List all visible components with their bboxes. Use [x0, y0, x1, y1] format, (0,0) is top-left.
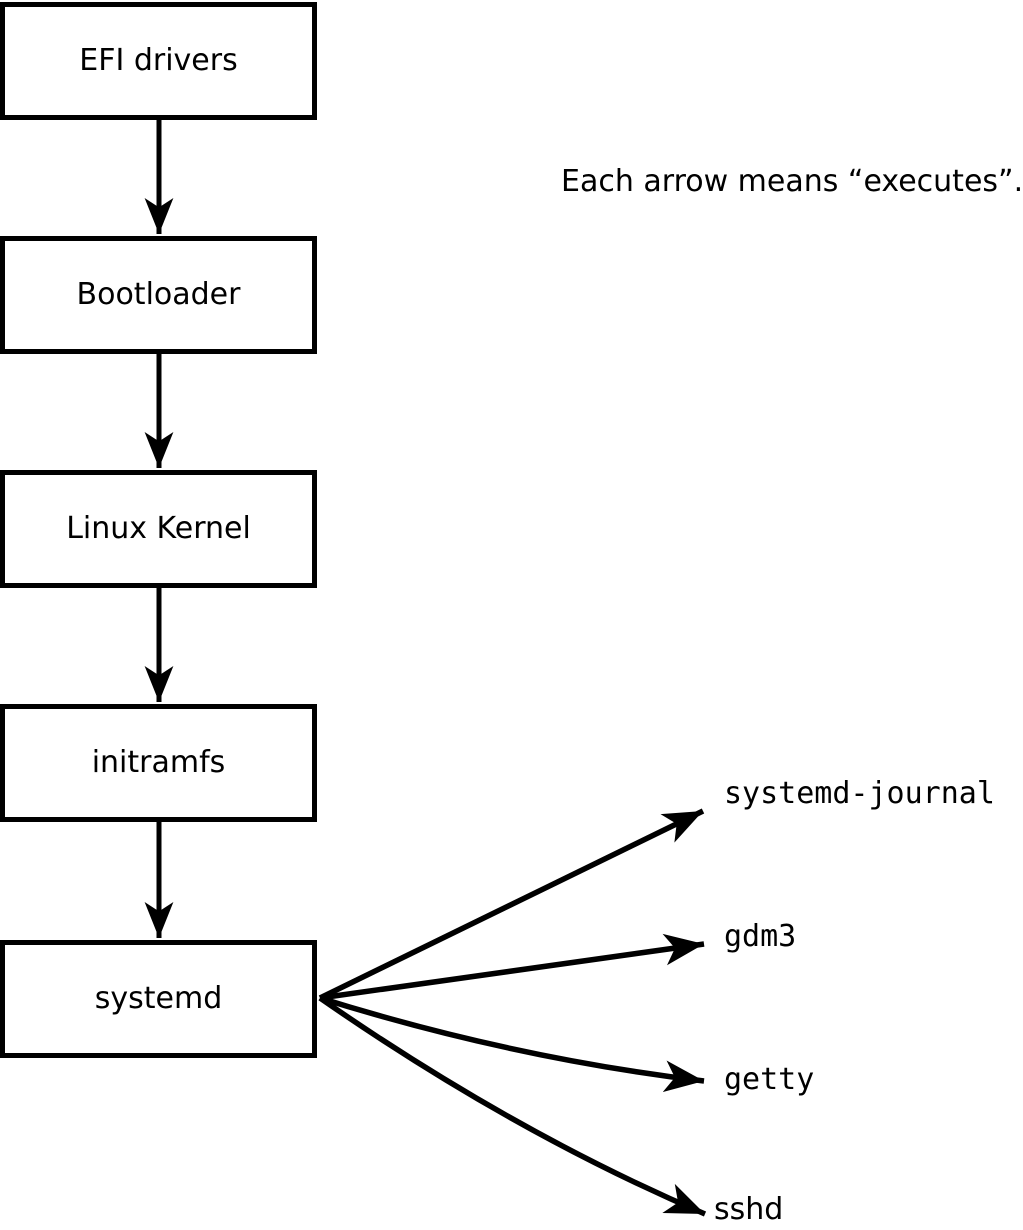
node-label-systemd: systemd	[94, 981, 223, 1016]
node-label-efi-drivers: EFI drivers	[79, 43, 238, 78]
target-label-sshd: sshd	[714, 1192, 784, 1227]
node-bootloader: Bootloader	[0, 236, 317, 354]
note-text: Each arrow means “executes”.	[561, 164, 1023, 199]
node-initramfs: initramfs	[0, 704, 317, 822]
arrow-systemd-to-gdm3	[319, 933, 705, 1001]
node-label-bootloader: Bootloader	[76, 277, 241, 312]
target-label-systemd-journal: systemd-journal	[724, 776, 995, 811]
node-systemd: systemd	[0, 940, 317, 1058]
arrow-systemd-to-getty	[319, 995, 705, 1093]
arrow-systemd-to-journal	[318, 808, 705, 1001]
node-linux-kernel: Linux Kernel	[0, 470, 317, 588]
target-label-gdm3: gdm3	[724, 919, 797, 954]
node-efi-drivers: EFI drivers	[0, 2, 317, 120]
target-label-getty: getty	[724, 1062, 815, 1097]
node-label-initramfs: initramfs	[91, 745, 226, 780]
arrow-systemd-to-sshd	[318, 995, 707, 1217]
node-label-linux-kernel: Linux Kernel	[66, 511, 251, 546]
